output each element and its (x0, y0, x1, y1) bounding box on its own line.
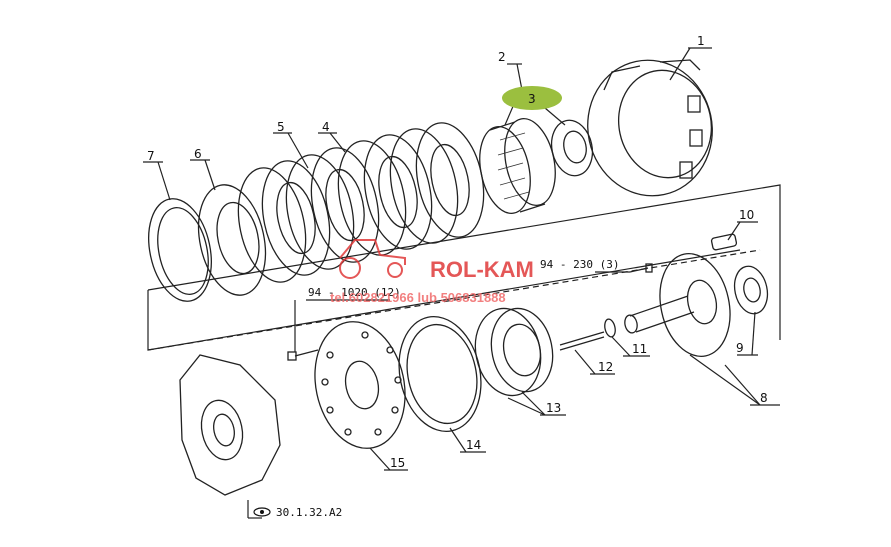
bolt-ref-mid (287, 349, 319, 361)
callout-12: 12 (598, 360, 613, 374)
callout-9: 9 (736, 341, 744, 355)
callout-13: 13 (546, 401, 561, 415)
assembly-frame (147, 184, 781, 351)
callout-5: 5 (277, 120, 285, 134)
eye-icon (253, 507, 271, 517)
callout-15: 15 (390, 456, 405, 470)
part-6-end-plate (197, 184, 267, 296)
part-12-long-bolt (559, 331, 605, 351)
housing (179, 354, 281, 496)
callout-14: 14 (466, 438, 481, 452)
bolt-ref-top (629, 263, 653, 273)
part-10-pin (710, 233, 738, 251)
callout-6: 6 (194, 147, 202, 161)
part-2-roller-bearing (479, 118, 556, 214)
callout-11: 11 (632, 342, 647, 356)
reference-top: 94 - 230 (3) (540, 258, 619, 271)
part-1-clutch-drum (587, 59, 713, 197)
part-15-pressure-plate (314, 321, 406, 449)
callout-4: 4 (322, 120, 330, 134)
part-8-shaft-hub (624, 252, 731, 358)
leader-lines (143, 47, 780, 519)
watermark: ROL-KAM tel.602821966 lub 506831888 (330, 239, 534, 305)
callout-3: 3 (528, 92, 536, 106)
callout-8: 8 (760, 391, 768, 405)
part-13-piston-seals (474, 307, 554, 397)
callout-labels: 1 2 3 4 5 6 7 8 9 10 11 12 13 14 15 (147, 34, 768, 470)
callout-10: 10 (739, 208, 754, 222)
callout-3-highlight (502, 86, 562, 110)
callout-2: 2 (498, 50, 506, 64)
watermark-brand: ROL-KAM (430, 257, 534, 282)
part-7-snap-ring (148, 198, 212, 302)
part-3-bearing (550, 119, 594, 177)
figure-id: 30.1.32.A2 (276, 506, 342, 519)
part-14-gasket (398, 316, 482, 432)
reference-mid: 94 - 1020 (12) (308, 286, 401, 299)
part-11-o-ring (604, 318, 616, 338)
callout-1: 1 (697, 34, 705, 48)
callout-7: 7 (147, 149, 155, 163)
tractor-logo-icon (339, 239, 406, 279)
watermark-phones: tel.602821966 lub 506831888 (330, 290, 506, 305)
part-9-bearing (733, 265, 769, 315)
